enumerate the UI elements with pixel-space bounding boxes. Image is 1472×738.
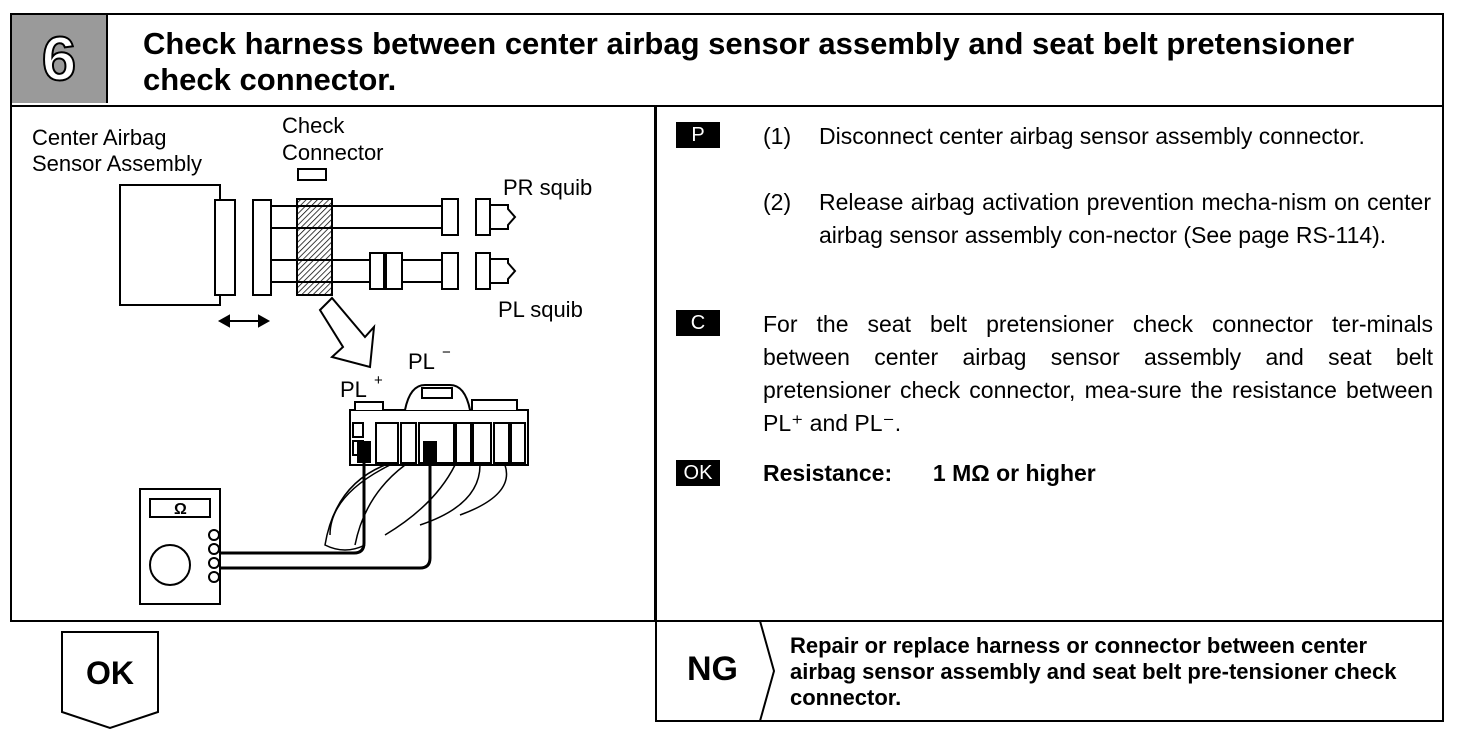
step-number-badge: 6 bbox=[12, 15, 108, 103]
pr-connector bbox=[441, 198, 459, 236]
harness-diagram: Center Airbag Sensor Assembly Check Conn… bbox=[32, 113, 592, 605]
label-check-2: Connector bbox=[282, 140, 384, 165]
ng-text: Repair or replace harness or connector b… bbox=[790, 633, 1397, 710]
tag-ok: OK bbox=[676, 460, 720, 486]
label-center-airbag-1: Center Airbag bbox=[32, 125, 167, 150]
step-2-text: Release airbag activation prevention mec… bbox=[819, 189, 1431, 248]
label-center-airbag-2: Sensor Assembly bbox=[32, 151, 202, 176]
tag-c: C bbox=[676, 310, 720, 336]
step-2: (2) Release airbag activation prevention… bbox=[763, 186, 1433, 285]
step-1: (1) Disconnect center airbag sensor asse… bbox=[763, 120, 1433, 186]
label-pl-minus: PL bbox=[408, 349, 435, 374]
ohm-symbol: Ω bbox=[174, 501, 187, 518]
step-title: Check harness between center airbag sens… bbox=[143, 26, 1355, 97]
label-pr-squib: PR squib bbox=[503, 175, 592, 200]
sensor-assembly bbox=[119, 184, 221, 306]
probe-leads bbox=[214, 463, 432, 570]
harness-connector bbox=[252, 199, 272, 296]
pl-connector bbox=[441, 252, 459, 290]
resistance-value: 1 MΩ or higher bbox=[932, 460, 1096, 486]
zoom-arrow-icon bbox=[318, 296, 376, 369]
pl-plus-sign: + bbox=[374, 372, 383, 389]
label-check-1: Check bbox=[282, 113, 345, 138]
ng-label: NG bbox=[687, 650, 738, 688]
inline-connector-a bbox=[369, 252, 385, 290]
resistance-label: Resistance: bbox=[763, 460, 893, 486]
check-connector-symbol bbox=[297, 168, 327, 181]
inline-connector-b bbox=[385, 252, 403, 290]
step-1-number: (1) bbox=[763, 123, 792, 149]
ohmmeter bbox=[139, 488, 221, 605]
separate-arrow-icon bbox=[217, 314, 271, 328]
connector-harness bbox=[324, 464, 508, 551]
pl-plus-terminal bbox=[357, 441, 371, 463]
ok-result-arrow bbox=[61, 631, 159, 730]
step-1-text: Disconnect center airbag sensor assembly… bbox=[819, 123, 1365, 149]
tag-p: P bbox=[676, 122, 720, 148]
pl-minus-sign: − bbox=[442, 344, 451, 361]
check-connector-hatched bbox=[296, 198, 333, 296]
pl-squib-plug bbox=[475, 252, 517, 290]
label-pl-plus: PL bbox=[340, 377, 367, 402]
resistance-spec: Resistance: 1 MΩ or higher bbox=[763, 460, 1096, 487]
pl-minus-terminal bbox=[423, 441, 437, 463]
label-pl-squib: PL squib bbox=[498, 297, 583, 322]
pr-squib-plug bbox=[475, 198, 517, 236]
check-connector-closeup bbox=[349, 384, 529, 466]
ok-label: OK bbox=[86, 655, 134, 691]
sensor-connector bbox=[214, 199, 236, 296]
ng-panel bbox=[655, 620, 1444, 722]
ng-chevron bbox=[759, 621, 776, 721]
check-text: For the seat belt pretensioner check con… bbox=[763, 311, 1433, 436]
step-number: 6 bbox=[41, 24, 78, 95]
step-2-number: (2) bbox=[763, 189, 792, 215]
